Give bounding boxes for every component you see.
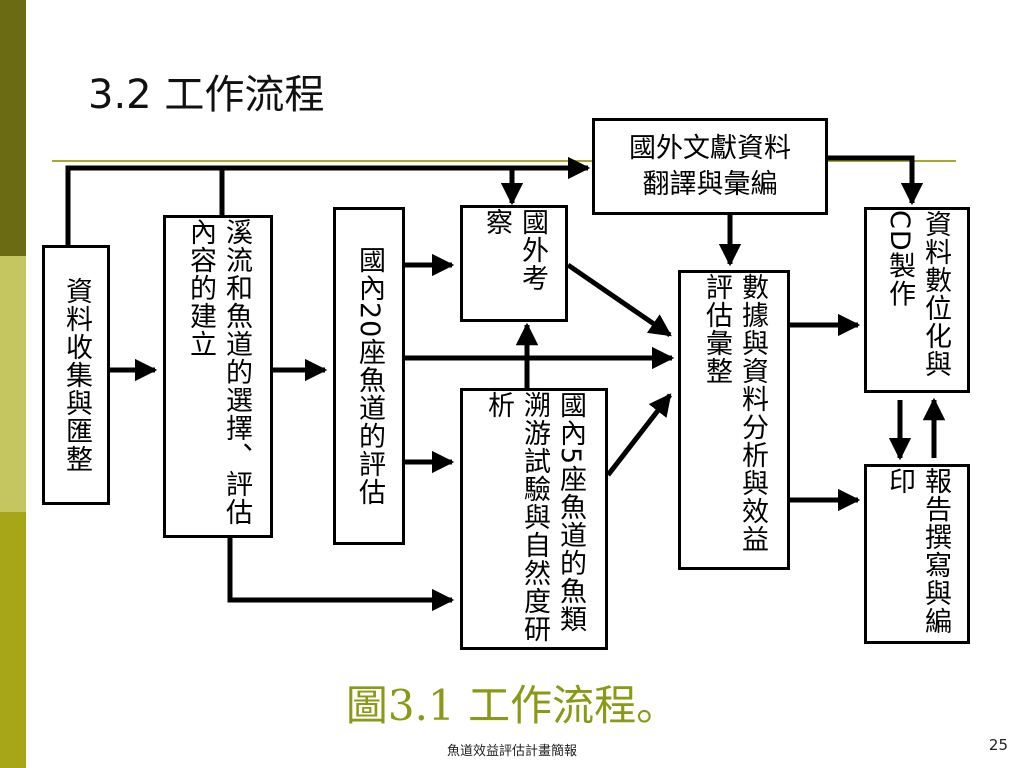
title-number: 3.2 <box>88 72 152 118</box>
box-evaluation-content: 溪流和魚道的選擇、評估內容的建立 <box>163 215 273 538</box>
arrow-domestic5-to-analysis <box>606 393 672 477</box>
box-digitize-cd-label: 資料數位化與CD製作 <box>884 210 951 378</box>
arrow-evaluate-to-domestic5 <box>227 538 455 612</box>
footer-text: 魚道效益評估計畫簡報 <box>446 744 577 759</box>
box-data-analysis-label: 數據與資料分析與效益評估彙整 <box>701 273 768 553</box>
title-rule <box>52 160 956 162</box>
arrow-foreign-to-analysis <box>566 262 672 338</box>
decor-bar-middle <box>0 256 26 512</box>
arrow-top-trunk <box>65 156 591 245</box>
box-foreign-literature-line1: 國外文獻資料 <box>629 132 791 164</box>
box-domestic-20-fishways-label: 國內20座魚道的評估 <box>354 245 385 507</box>
title-text: 工作流程 <box>164 72 325 118</box>
figure-caption: 圖3.1 工作流程。 <box>345 681 679 730</box>
box-foreign-visit: 國外考察 <box>460 205 568 322</box>
box-domestic-20-fishways: 國內20座魚道的評估 <box>333 207 405 545</box>
box-foreign-visit-label: 國外考察 <box>481 208 548 292</box>
arrow-literature-to-digitize <box>828 155 924 206</box>
decor-bar-bottom <box>0 512 26 768</box>
box-data-analysis: 數據與資料分析與效益評估彙整 <box>678 270 790 570</box>
box-domestic-5-fishways: 國內5座魚道的魚類溯游試驗與自然度研析 <box>460 388 608 650</box>
box-domestic-5-fishways-label: 國內5座魚道的魚類溯游試驗與自然度研析 <box>483 391 586 643</box>
box-data-collection-label: 資料收集與匯整 <box>61 277 92 473</box>
box-digitize-cd: 資料數位化與CD製作 <box>864 207 970 393</box>
box-foreign-literature-line2: 翻譯與彙編 <box>642 168 778 200</box>
decor-bar-top <box>0 0 26 256</box>
page-number: 25 <box>988 736 1008 754</box>
box-evaluation-content-label: 溪流和魚道的選擇、評估內容的建立 <box>185 218 252 526</box>
box-foreign-literature: 國外文獻資料 翻譯與彙編 <box>592 118 828 215</box>
box-data-collection: 資料收集與匯整 <box>42 245 110 505</box>
box-report-writing-label: 報告撰寫與編印 <box>884 467 951 635</box>
slide-title: 3.2 工作流程 <box>88 62 324 120</box>
box-report-writing: 報告撰寫與編印 <box>864 464 970 644</box>
